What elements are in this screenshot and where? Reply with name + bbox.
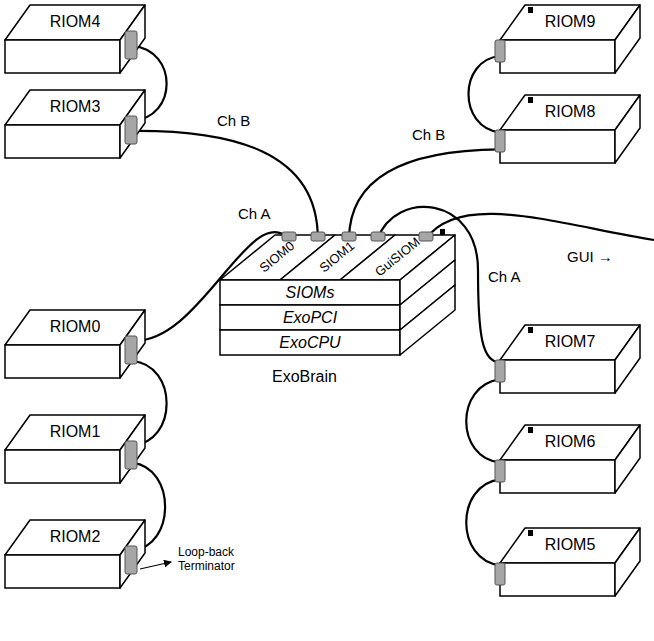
- module-name: RIOM9: [545, 13, 596, 31]
- layer-front-face: [220, 280, 400, 305]
- riom-box: RIOM8: [500, 95, 640, 163]
- channel-label: Ch A: [486, 268, 523, 285]
- connector-plug: [125, 546, 137, 574]
- text-holder: RIOM2: [25, 524, 125, 550]
- layer-front-face: [220, 305, 400, 330]
- module-name: RIOM5: [545, 536, 596, 554]
- box-side-face: [615, 528, 640, 596]
- text-holder: RIOM4: [25, 9, 125, 35]
- box-front-face: [500, 563, 615, 596]
- box-front-face: [5, 125, 120, 158]
- layer-name: ExoCPU: [279, 334, 340, 352]
- box-side-face: [615, 425, 640, 493]
- channel-label: Ch B: [410, 126, 447, 143]
- channel-label: Ch B: [215, 112, 252, 129]
- box-front-face: [500, 130, 615, 163]
- connector-plug: [419, 232, 433, 241]
- module-name: RIOM4: [50, 13, 101, 31]
- connector-pin: [528, 427, 533, 433]
- riom-box: RIOM5: [500, 528, 640, 596]
- text-holder: RIOM7: [520, 329, 620, 355]
- connector-plug: [495, 40, 505, 62]
- text-holder: SIOMs: [220, 280, 400, 305]
- box-front-face: [500, 40, 615, 73]
- connector-plug: [125, 441, 137, 469]
- connector-plug: [125, 31, 137, 59]
- riom-box: RIOM3: [5, 90, 145, 158]
- box-front-face: [5, 555, 120, 588]
- text-holder: ExoCPU: [220, 330, 400, 355]
- cable: [132, 131, 317, 239]
- text-holder: RIOM0: [25, 314, 125, 340]
- box-side-face: [615, 325, 640, 393]
- connector-plug: [125, 116, 137, 144]
- box-side-face: [615, 5, 640, 73]
- module-name: RIOM0: [50, 318, 101, 336]
- riom-box: RIOM7: [500, 325, 640, 393]
- stack-layer: SIOMs: [220, 280, 400, 305]
- text-holder: RIOM5: [520, 532, 620, 558]
- connector-plug: [495, 563, 505, 585]
- terminator-note: Loop-back Terminator: [176, 546, 250, 574]
- module-name: RIOM7: [545, 333, 596, 351]
- layer-front-face: [220, 330, 400, 355]
- module-name: RIOM3: [50, 98, 101, 116]
- stack-layer: ExoPCI: [220, 305, 400, 330]
- layer-name: ExoPCI: [283, 309, 337, 327]
- cable: [349, 149, 500, 238]
- unit-name: ExoBrain: [270, 368, 339, 386]
- box-side-face: [120, 310, 145, 378]
- connector-plug: [371, 232, 385, 241]
- layer-side-face: [400, 285, 455, 355]
- text-holder: RIOM1: [25, 419, 125, 445]
- riom-box: RIOM6: [500, 425, 640, 493]
- leader-line: [140, 562, 171, 569]
- box-side-face: [120, 520, 145, 588]
- text-holder: ExoPCI: [220, 305, 400, 330]
- text-holder: RIOM9: [520, 9, 620, 35]
- connector-plug: [495, 130, 505, 152]
- connector-plug: [495, 360, 505, 382]
- cable: [466, 479, 500, 565]
- cable: [466, 379, 500, 462]
- connector-pin: [440, 229, 445, 235]
- channel-label: Ch A: [236, 205, 273, 222]
- riom-box: RIOM1: [5, 415, 145, 483]
- stack-layer: ExoCPU: [220, 330, 400, 355]
- connector-pin: [528, 97, 533, 103]
- riom-box: RIOM2: [5, 520, 145, 588]
- riom-box: RIOM4: [5, 5, 145, 73]
- box-side-face: [120, 415, 145, 483]
- box-side-face: [615, 95, 640, 163]
- connector-pin: [528, 530, 533, 536]
- box-front-face: [5, 345, 120, 378]
- connector-pin: [528, 327, 533, 333]
- box-front-face: [5, 40, 120, 73]
- module-name: RIOM8: [545, 103, 596, 121]
- connector-plug: [125, 336, 137, 364]
- module-name: RIOM1: [50, 423, 101, 441]
- box-front-face: [5, 450, 120, 483]
- riom-box: RIOM0: [5, 310, 145, 378]
- layer-name: SIOMs: [286, 284, 335, 302]
- port-label: GUI →: [565, 248, 615, 265]
- text-holder: RIOM6: [520, 429, 620, 455]
- connector-plug: [495, 460, 505, 482]
- gui-cable: [426, 214, 654, 240]
- module-name: RIOM2: [50, 528, 101, 546]
- cable: [469, 56, 501, 132]
- connector-plug: [311, 232, 325, 241]
- connector-pin: [528, 7, 533, 13]
- box-front-face: [500, 460, 615, 493]
- text-holder: RIOM8: [520, 99, 620, 125]
- module-name: RIOM6: [545, 433, 596, 451]
- box-front-face: [500, 360, 615, 393]
- riom-box: RIOM9: [500, 5, 640, 73]
- text-holder: RIOM3: [25, 94, 125, 120]
- box-side-face: [120, 5, 145, 73]
- box-side-face: [120, 90, 145, 158]
